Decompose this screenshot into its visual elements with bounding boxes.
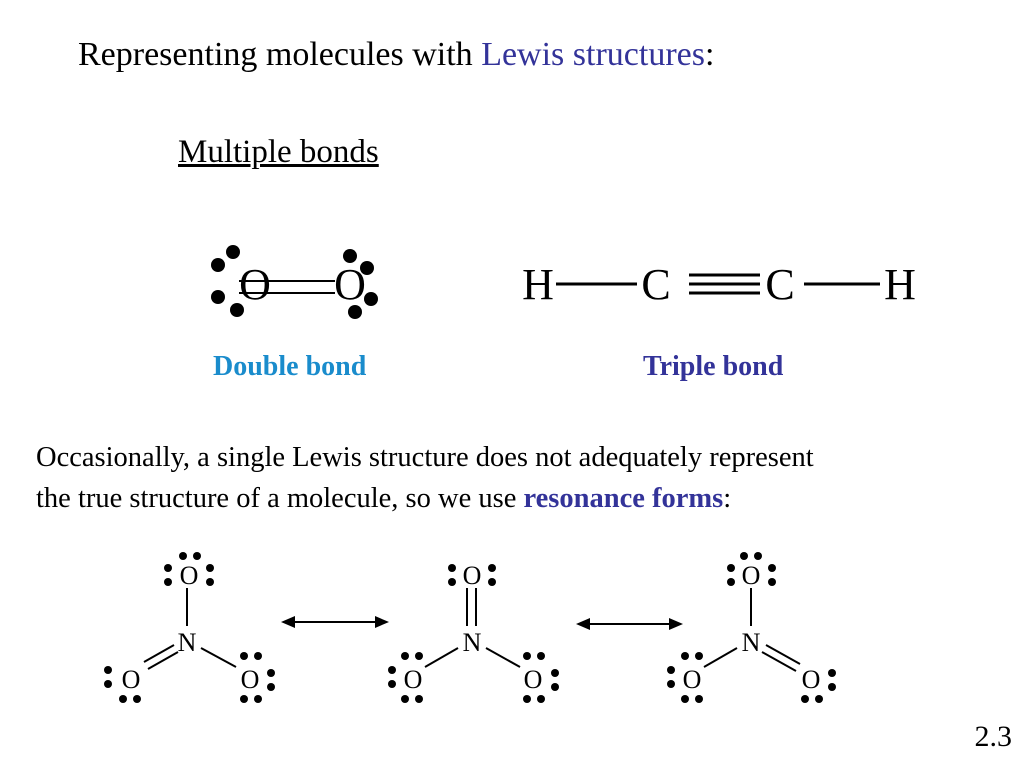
nitrogen-center: N (463, 628, 482, 657)
oxygen-right: O (241, 665, 260, 694)
title-colon: : (704, 36, 715, 73)
lone-pairs (104, 552, 275, 703)
o2-lone-pairs (211, 245, 378, 319)
electron-dot (230, 303, 244, 317)
double-bond-line (147, 651, 179, 670)
single-bond (424, 647, 459, 668)
resonance-forms-highlight: resonance forms (523, 483, 724, 514)
electron-dot (211, 290, 225, 304)
electron-dot (226, 245, 240, 259)
o2-structure: O O (211, 245, 378, 319)
resonance-paragraph: Occasionally, a single Lewis structure d… (36, 437, 1016, 519)
electron-dot (348, 305, 362, 319)
page-number: 2.3 (974, 720, 1013, 753)
oxygen-top: O (742, 561, 761, 590)
electron-dot (211, 258, 225, 272)
nitrogen-center: N (178, 628, 197, 657)
oxygen-top: O (463, 561, 482, 590)
paragraph-line-1: Occasionally, a single Lewis structure d… (36, 442, 814, 473)
oxygen-left: O (683, 665, 702, 694)
resonance-form-2: O N O O (388, 561, 559, 703)
resonance-arrow (576, 618, 683, 630)
double-bond-caption: Double bond (213, 351, 367, 382)
c-atom-left: C (641, 260, 670, 309)
c-atom-right: C (765, 260, 794, 309)
single-bond (485, 647, 521, 668)
resonance-form-3: O N O O (667, 552, 836, 703)
nitrogen-center: N (742, 628, 761, 657)
oxygen-left: O (404, 665, 423, 694)
double-bond-line (761, 651, 797, 672)
title-text: Representing molecules with (78, 36, 482, 73)
electron-dot (360, 261, 374, 275)
paragraph-colon: : (723, 483, 732, 514)
oxygen-right: O (524, 665, 543, 694)
electron-dot (343, 249, 357, 263)
acetylene-structure: H C C H (522, 260, 916, 309)
paragraph-line-2: the true structure of a molecule, so we … (36, 483, 524, 514)
h-atom-right: H (884, 260, 916, 309)
single-bond (200, 647, 237, 668)
single-bond (703, 647, 738, 668)
oxygen-right: O (802, 665, 821, 694)
resonance-arrow (281, 616, 389, 628)
lone-pairs (667, 552, 836, 703)
double-bond-line (765, 644, 801, 665)
oxygen-top: O (180, 561, 199, 590)
double-bond-line (143, 644, 175, 663)
section-subtitle: Multiple bonds (178, 134, 379, 170)
title-highlight: Lewis structures (481, 36, 705, 73)
triple-bond-caption: Triple bond (643, 351, 784, 382)
o2-left-atom: O (239, 260, 271, 309)
electron-dot (364, 292, 378, 306)
h-atom-left: H (522, 260, 554, 309)
resonance-form-1: O N O O (104, 552, 275, 703)
page-title: Representing molecules with Lewis struct… (78, 36, 714, 74)
lone-pairs (388, 564, 559, 703)
oxygen-left: O (122, 665, 141, 694)
